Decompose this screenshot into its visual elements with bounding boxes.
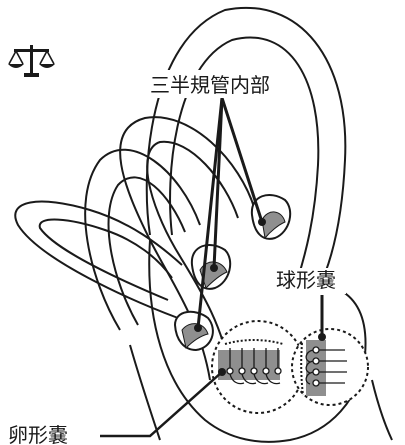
utricle-pointer: [100, 371, 223, 438]
middle-canal: [119, 116, 256, 381]
lateral-canal-inner: [38, 218, 173, 301]
lateral-canal: [14, 200, 183, 319]
label-utricle: 卵形嚢: [8, 423, 68, 445]
outer-canal-inner: [169, 36, 320, 279]
label-saccule: 球形嚢: [276, 268, 336, 292]
ampulla-1: [250, 194, 292, 240]
ampulla-3: [173, 310, 214, 352]
saccule-pointer: [318, 295, 326, 341]
vestibule: [148, 239, 367, 443]
balance-scale-icon: [8, 45, 55, 77]
back-canal: [84, 148, 201, 331]
utricle-inset: [211, 320, 305, 414]
label-semicircular-canals-inner: 三半規管内部: [150, 73, 270, 97]
canal-pointers: [196, 97, 264, 329]
ampulla-2: [190, 244, 232, 290]
outer-canal: [145, 6, 347, 291]
utricle-pointer-dot: [218, 368, 226, 376]
back-canal-inner: [107, 176, 186, 326]
saccule-inset: [291, 328, 369, 406]
